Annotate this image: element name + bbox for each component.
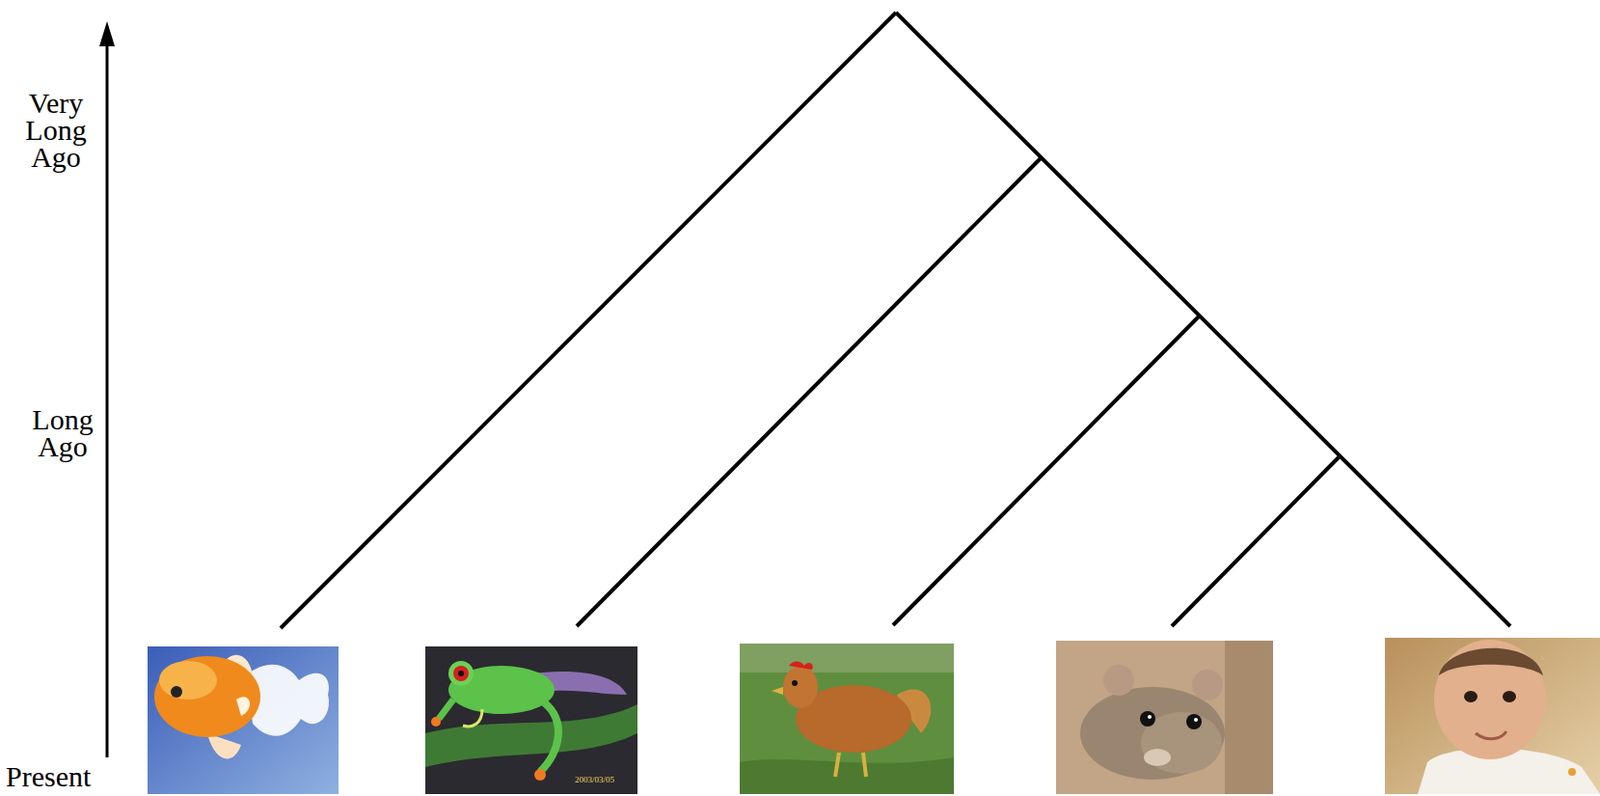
axis-arrowhead: [99, 21, 115, 47]
baby-picture: [1384, 637, 1600, 794]
goldfish-picture: [147, 646, 339, 794]
branch: [280, 12, 896, 628]
branch: [893, 316, 1199, 625]
date-stamp: 2003/03/05: [574, 774, 633, 786]
time-label: Very Long Ago: [7, 89, 105, 171]
label-slot: Very Long Ago: [7, 89, 105, 171]
branch: [576, 158, 1041, 626]
label-slot: 2003/03/05: [574, 774, 633, 786]
axis-line: [106, 43, 109, 758]
time-axis: [99, 21, 115, 758]
mouse-picture: [1056, 640, 1274, 794]
frog-picture: [425, 646, 638, 794]
label-slot: Present: [5, 761, 132, 791]
label-slot: Long Ago: [9, 406, 116, 461]
chicken-picture: [739, 643, 954, 794]
time-label: Present: [5, 761, 132, 791]
branch: [1171, 457, 1339, 626]
tree-branches: [280, 12, 1511, 628]
branch: [895, 12, 1511, 626]
time-label: Long Ago: [9, 406, 116, 461]
